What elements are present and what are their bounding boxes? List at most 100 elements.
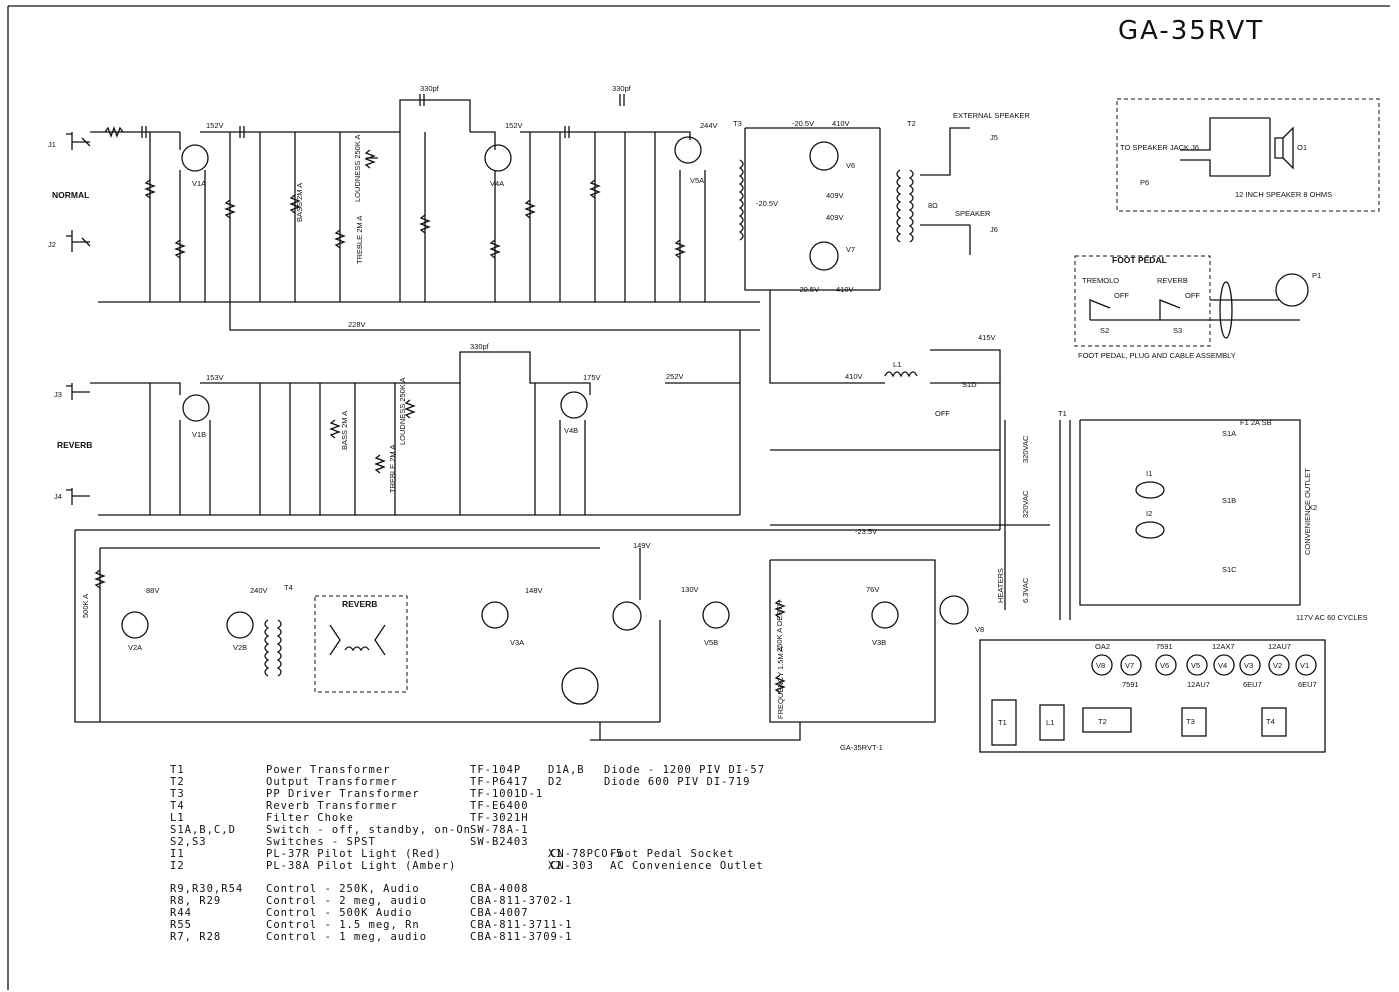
speaker-label: SPEAKER	[955, 209, 991, 218]
svg-text:T4: T4	[284, 583, 293, 592]
svg-text:TREBLE 2M A: TREBLE 2M A	[388, 445, 397, 493]
svg-text:T1: T1	[998, 718, 1007, 727]
svg-text:410V: 410V	[832, 119, 850, 128]
svg-text:8Ω: 8Ω	[928, 201, 938, 210]
pot-r54-depth: 250K A DEPTH	[774, 599, 786, 652]
svg-text:S1D: S1D	[962, 380, 977, 389]
svg-text:TREBLE 2M A: TREBLE 2M A	[355, 216, 364, 264]
svg-text:117V AC 60 CYCLES: 117V AC 60 CYCLES	[1296, 613, 1368, 622]
svg-text:V1B: V1B	[192, 430, 206, 439]
svg-text:12AU7: 12AU7	[1268, 642, 1291, 651]
chassis-layout: OA2 7591 12AX7 12AU7 V8 V7 V6 V5 V4 V3 V…	[979, 639, 1326, 753]
tube-v6: V6 -20.5V 410V 409V	[792, 119, 855, 200]
svg-text:S3: S3	[1173, 326, 1182, 335]
tube-v5a: V5A 244V	[674, 121, 718, 185]
svg-text:TO SPEAKER JACK J6: TO SPEAKER JACK J6	[1120, 143, 1199, 152]
power-supply: L1 410V 415V -23.5V S1D OFF T1 320VAC 32…	[769, 290, 1368, 622]
svg-text:X2: X2	[1308, 503, 1317, 512]
svg-text:V5B: V5B	[704, 638, 718, 647]
pot-r29-treble: TREBLE 2M A	[374, 445, 397, 493]
svg-text:-20.5V: -20.5V	[792, 119, 814, 128]
svg-text:I2: I2	[1146, 509, 1152, 518]
svg-text:228V: 228V	[348, 320, 366, 329]
svg-text:J3: J3	[54, 390, 62, 399]
tube-v1b: V1B 153V	[182, 373, 224, 439]
svg-text:REVERB: REVERB	[1157, 276, 1188, 285]
svg-text:CONVENIENCE OUTLET: CONVENIENCE OUTLET	[1303, 468, 1312, 555]
svg-text:V7: V7	[846, 245, 855, 254]
svg-text:FOOT PEDAL, PLUG AND CABLE ASS: FOOT PEDAL, PLUG AND CABLE ASSEMBLY	[1078, 351, 1236, 360]
schematic-title: GA-35RVT	[1118, 16, 1265, 46]
pilot-lamp-i1: I1	[1135, 469, 1165, 499]
svg-text:OFF: OFF	[1185, 291, 1200, 300]
external-speaker-label: EXTERNAL SPEAKER	[953, 111, 1030, 120]
svg-text:6EU7: 6EU7	[1243, 680, 1262, 689]
speaker-assembly: TO SPEAKER JACK J6 P6 O1 12 INCH SPEAKER…	[1116, 98, 1380, 212]
reverb-tremolo-section: V2A 88V V2B 240V V3A 148V V5B 130V V3B 7…	[74, 529, 1000, 752]
jack-j4: J4	[54, 488, 90, 505]
pot-r7-bass: BASS 2M A	[289, 183, 304, 222]
reverb-channel: 228V J3 J4 REVERB V1B 153V V4B 175V LOUD…	[54, 302, 760, 516]
svg-text:LOUDNESS 250K A: LOUDNESS 250K A	[353, 134, 362, 202]
svg-text:REVERB: REVERB	[342, 599, 377, 609]
svg-text:410V: 410V	[836, 285, 854, 294]
svg-text:240V: 240V	[250, 586, 268, 595]
svg-text:V4A: V4A	[490, 179, 504, 188]
svg-text:T1: T1	[1058, 409, 1067, 418]
svg-text:V3A: V3A	[510, 638, 524, 647]
svg-text:148V: 148V	[525, 586, 543, 595]
normal-input-label: NORMAL	[52, 190, 89, 200]
svg-text:415V: 415V	[978, 333, 996, 342]
svg-text:T3: T3	[1186, 717, 1195, 726]
svg-text:153V: 153V	[206, 373, 224, 382]
svg-text:409V: 409V	[826, 213, 844, 222]
foot-pedal-socket-x1	[561, 667, 599, 705]
svg-text:410V: 410V	[845, 372, 863, 381]
svg-text:OFF: OFF	[1114, 291, 1129, 300]
output-stage: T3 V6 -20.5V 410V 409V V7 409V -20.5V 41…	[733, 111, 1030, 294]
tube-v2a: V2A 88V	[121, 586, 159, 652]
svg-text:S1A: S1A	[1222, 429, 1236, 438]
svg-text:V3B: V3B	[872, 638, 886, 647]
svg-text:V6: V6	[846, 161, 855, 170]
layout-transformers: T1 L1 T2 T3 T4	[991, 699, 1287, 746]
svg-text:V2B: V2B	[233, 643, 247, 652]
svg-text:S1B: S1B	[1222, 496, 1236, 505]
svg-text:L1: L1	[1046, 718, 1054, 727]
tube-v7: V7 409V -20.5V 410V	[797, 213, 855, 294]
svg-text:F1 2A SB: F1 2A SB	[1240, 418, 1272, 427]
svg-text:-23.5V: -23.5V	[855, 527, 877, 536]
svg-text:252V: 252V	[666, 372, 684, 381]
svg-text:244V: 244V	[700, 121, 718, 130]
jack-j3: J3	[54, 383, 90, 400]
svg-text:V1A: V1A	[192, 179, 206, 188]
pot-r28-bass: BASS 2M A	[329, 411, 349, 450]
tube-v3a: V3A 148V	[481, 586, 543, 647]
tube-v4b: V4B 175V	[560, 373, 601, 435]
foot-pedal-assembly: FOOT PEDAL TREMOLO REVERB OFF OFF S2 S3 …	[1074, 255, 1321, 360]
cap-c6-label: 330pf	[420, 84, 440, 93]
pot-r9-loudness: LOUDNESS 250K A	[353, 134, 378, 202]
svg-text:S1C: S1C	[1222, 565, 1237, 574]
svg-text:L1: L1	[893, 360, 901, 369]
tube-v4a: V4A 152V	[484, 121, 523, 188]
svg-text:12 INCH SPEAKER 8 OHMS: 12 INCH SPEAKER 8 OHMS	[1235, 190, 1332, 199]
pot-r44: 500K A	[81, 569, 106, 618]
pot-r55-frequency: FREQUENCY 1.5M A	[774, 647, 786, 719]
svg-text:BASS 2M A: BASS 2M A	[340, 411, 349, 450]
svg-text:V7: V7	[1125, 661, 1134, 670]
svg-text:FREQUENCY 1.5M A: FREQUENCY 1.5M A	[776, 647, 785, 719]
svg-text:LOUDNESS 250K A: LOUDNESS 250K A	[398, 377, 407, 445]
svg-text:V2A: V2A	[128, 643, 142, 652]
svg-text:V6: V6	[1160, 661, 1169, 670]
svg-text:V4B: V4B	[564, 426, 578, 435]
svg-text:500K A: 500K A	[81, 594, 90, 618]
pot-r30-loudness: LOUDNESS 250K A	[398, 377, 416, 445]
layout-tube-sockets: OA2 7591 12AX7 12AU7 V8 V7 V6 V5 V4 V3 V…	[1091, 642, 1317, 689]
normal-channel: J1 J2 NORMAL V1A 152V	[48, 84, 760, 303]
svg-text:HEATERS: HEATERS	[996, 568, 1005, 603]
svg-text:12AX7: 12AX7	[1212, 642, 1235, 651]
neon-z1	[612, 601, 642, 631]
svg-text:OA2: OA2	[1095, 642, 1110, 651]
